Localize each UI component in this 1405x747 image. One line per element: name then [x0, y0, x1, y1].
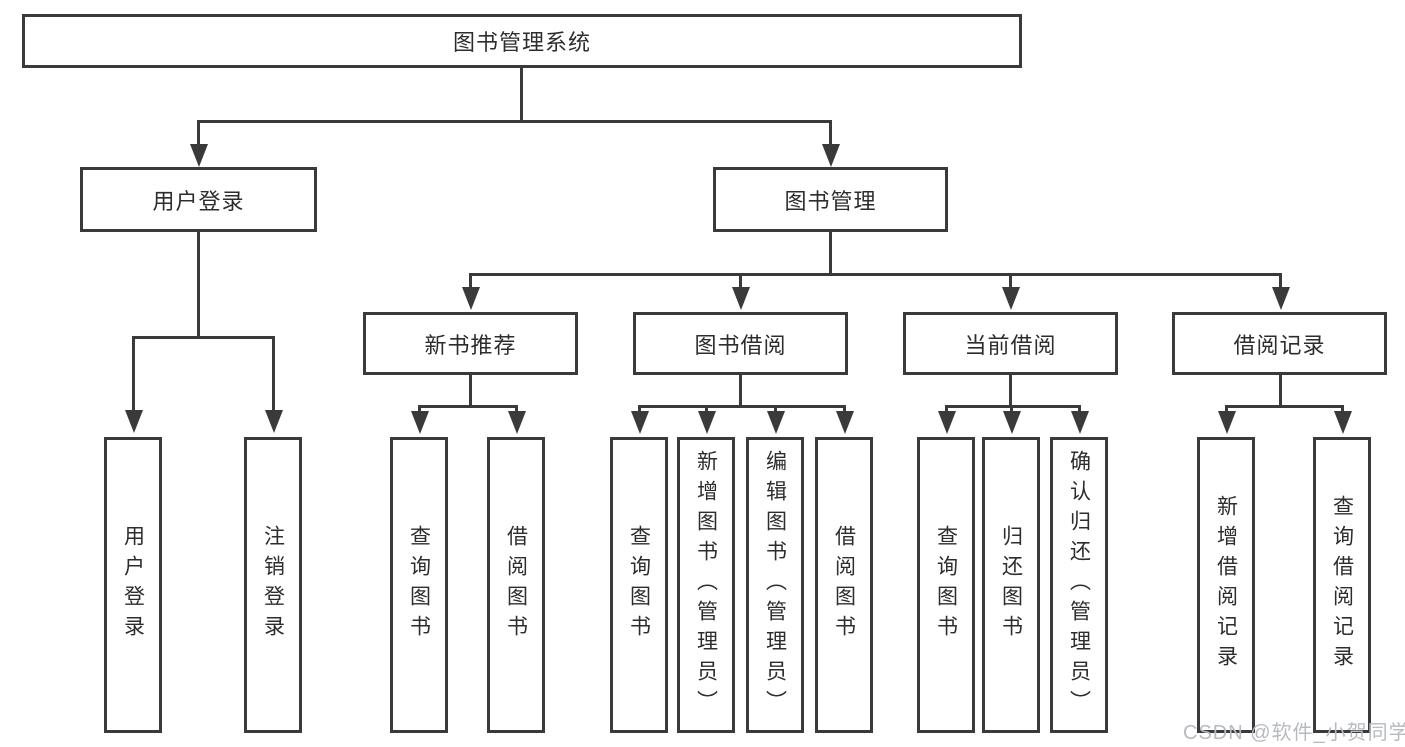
- node-library-management-system: 图书管理系统: [22, 14, 1022, 68]
- connector-line: [1279, 375, 1282, 405]
- connector-line: [1225, 405, 1344, 408]
- node-label: 图书借阅: [694, 332, 787, 358]
- node-label: 图书管理: [784, 188, 877, 214]
- node-leaf-user-login: 用户登录: [104, 437, 162, 733]
- arrow-down-icon: [630, 405, 649, 434]
- connector-line: [829, 232, 832, 273]
- node-label: 借阅记录: [1233, 332, 1326, 358]
- node-leaf-borrow-books: 借阅图书: [815, 437, 873, 733]
- connector-line: [1009, 375, 1012, 405]
- node-label: 新书推荐: [424, 332, 517, 358]
- node-leaf-borrow-books: 借阅图书: [487, 437, 545, 733]
- node-label: 确认归还（管理员）: [1067, 450, 1091, 720]
- node-user-login: 用户登录: [80, 167, 317, 232]
- node-label: 用户登录: [121, 525, 145, 645]
- node-label: 新增图书（管理员）: [694, 450, 718, 720]
- arrow-down-icon: [189, 120, 208, 167]
- node-label: 用户登录: [152, 188, 245, 214]
- arrow-down-icon: [1271, 273, 1290, 310]
- arrow-down-icon: [1333, 405, 1352, 434]
- arrow-down-icon: [124, 336, 143, 433]
- node-leaf-confirm-return-admin: 确认归还（管理员）: [1050, 437, 1108, 733]
- arrow-down-icon: [766, 405, 785, 434]
- connector-line: [418, 405, 518, 408]
- arrow-down-icon: [835, 405, 854, 434]
- node-leaf-edit-books-admin: 编辑图书（管理员）: [746, 437, 804, 733]
- node-book-borrowing: 图书借阅: [633, 312, 848, 375]
- node-leaf-query-borrow-record: 查询借阅记录: [1313, 437, 1371, 733]
- node-book-management: 图书管理: [713, 167, 948, 232]
- arrow-down-icon: [1001, 273, 1020, 310]
- node-leaf-return-books: 归还图书: [982, 437, 1040, 733]
- node-label: 借阅图书: [832, 525, 856, 645]
- node-label: 归还图书: [999, 525, 1023, 645]
- arrow-down-icon: [697, 405, 716, 434]
- node-label: 借阅图书: [504, 525, 528, 645]
- node-label: 注销登录: [261, 525, 285, 645]
- arrow-down-icon: [507, 405, 526, 434]
- node-label: 图书管理系统: [452, 30, 591, 55]
- csdn-watermark: CSDN @软件_小贺同学: [1183, 722, 1405, 744]
- arrow-down-icon: [1002, 405, 1021, 434]
- node-leaf-query-books: 查询图书: [610, 437, 668, 733]
- connector-line: [469, 273, 1281, 276]
- node-leaf-logout: 注销登录: [244, 437, 302, 733]
- connector-line: [945, 405, 1081, 408]
- node-label: 当前借阅: [964, 332, 1057, 358]
- node-leaf-add-books-admin: 新增图书（管理员）: [677, 437, 735, 733]
- connector-line: [197, 232, 200, 336]
- connector-line: [197, 120, 831, 123]
- node-label: 查询图书: [407, 525, 431, 645]
- node-leaf-query-books: 查询图书: [390, 437, 448, 733]
- arrow-down-icon: [937, 405, 956, 434]
- node-new-book-recommendation: 新书推荐: [363, 312, 578, 375]
- node-current-borrowing: 当前借阅: [903, 312, 1118, 375]
- arrow-down-icon: [731, 273, 750, 310]
- arrow-down-icon: [264, 336, 283, 433]
- arrow-down-icon: [1217, 405, 1236, 434]
- node-label: 查询图书: [627, 525, 651, 645]
- connector-line: [739, 375, 742, 405]
- connector-line: [469, 375, 472, 405]
- connector-line: [132, 336, 275, 339]
- connector-line: [520, 68, 523, 120]
- node-label: 编辑图书（管理员）: [763, 450, 787, 720]
- node-label: 查询借阅记录: [1330, 495, 1354, 675]
- arrow-down-icon: [1070, 405, 1089, 434]
- arrow-down-icon: [461, 273, 480, 310]
- node-label: 查询图书: [934, 525, 958, 645]
- arrow-down-icon: [410, 405, 429, 434]
- node-leaf-add-borrow-record: 新增借阅记录: [1197, 437, 1255, 733]
- node-leaf-query-books: 查询图书: [917, 437, 975, 733]
- arrow-down-icon: [821, 120, 840, 167]
- node-label: 新增借阅记录: [1214, 495, 1238, 675]
- node-borrowing-records: 借阅记录: [1172, 312, 1387, 375]
- connector-line: [638, 405, 846, 408]
